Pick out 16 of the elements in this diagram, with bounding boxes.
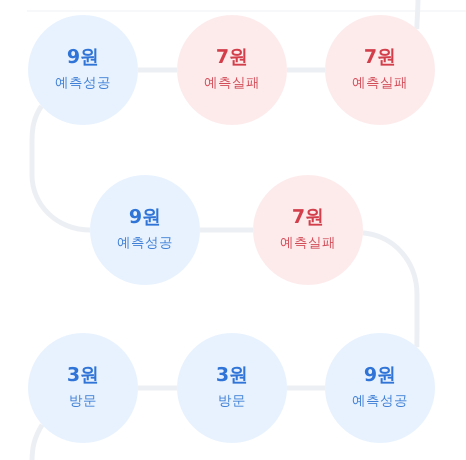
status-text: 예측성공 <box>352 393 408 410</box>
status-text: 예측성공 <box>117 235 173 252</box>
status-text: 예측실패 <box>352 75 408 92</box>
amount-text: 9원 <box>66 46 100 68</box>
amount-text: 3원 <box>66 364 100 386</box>
status-text: 방문 <box>218 393 246 410</box>
amount-text: 7원 <box>364 46 396 68</box>
status-text: 예측성공 <box>55 75 111 92</box>
status-text: 예측실패 <box>280 235 336 252</box>
amount-text: 9원 <box>364 364 396 386</box>
amount-text: 3원 <box>216 364 248 386</box>
amount-text: 9원 <box>128 206 162 228</box>
status-text: 예측실패 <box>204 75 260 92</box>
amount-text: 7원 <box>292 206 324 228</box>
amount-text: 7원 <box>216 46 248 68</box>
status-text: 방문 <box>69 393 97 410</box>
